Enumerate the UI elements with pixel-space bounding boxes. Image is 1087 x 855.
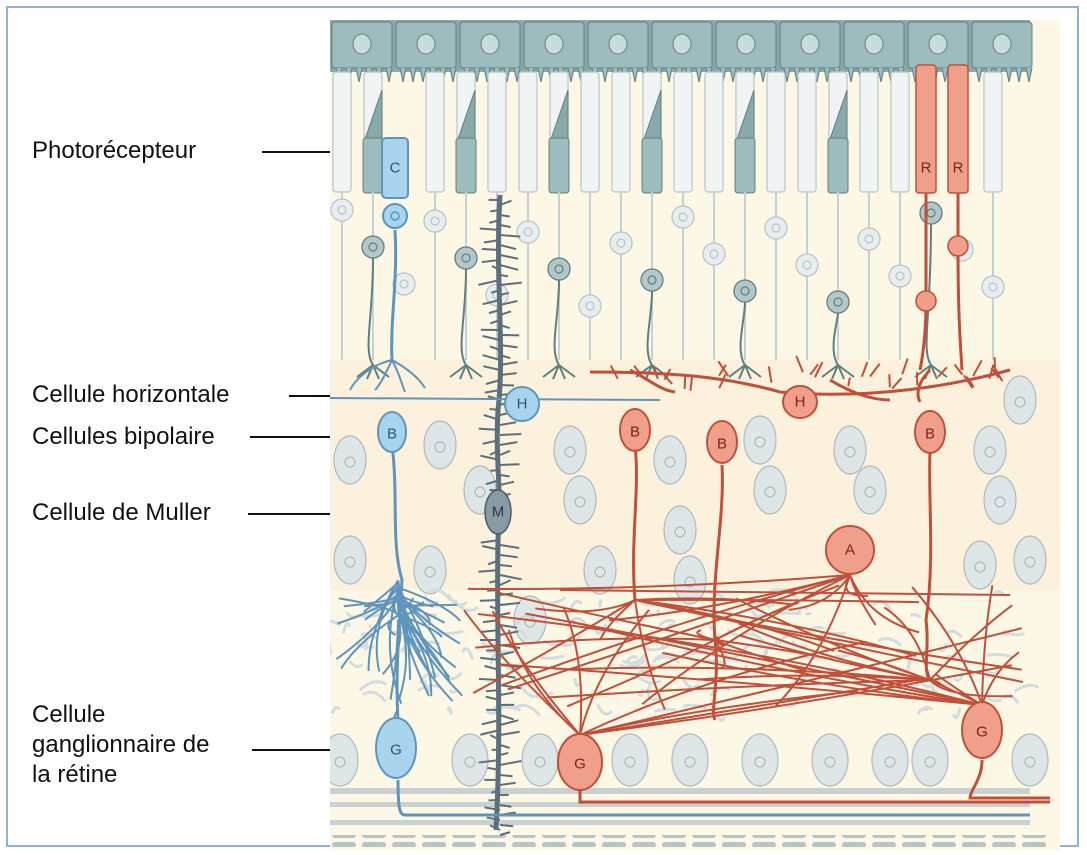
label-horizontal-cell: Cellule horizontale — [32, 380, 229, 410]
blue-cone-cell: C — [382, 138, 408, 228]
bipolar-letter-red-1: B — [630, 424, 640, 441]
label-photoreceptor: Photorécepteur — [32, 136, 196, 166]
bipolar-letter-red-2: B — [717, 436, 727, 453]
ganglion-letter-red-1: G — [574, 756, 586, 773]
horizontal-letter: H — [517, 396, 528, 413]
amacrine-letter: A — [845, 542, 855, 559]
ganglion-letter-blue: G — [390, 742, 402, 759]
horizontal-letter-red: H — [795, 394, 806, 411]
blue-bipolar-cell: B — [378, 412, 406, 452]
label-bipolar-cells: Cellules bipolaire — [32, 422, 215, 452]
red-horizontal-cell: H — [783, 386, 817, 418]
label-muller-cell: Cellule de Muller — [32, 498, 211, 528]
cone-letter: C — [390, 160, 401, 177]
blue-horizontal-cell: H — [505, 387, 539, 421]
rod-letter-1: R — [921, 160, 932, 177]
retina-diagram: M C H B G R R — [330, 20, 1060, 850]
rod-letter-2: R — [953, 160, 964, 177]
amacrine-cell: A — [826, 526, 874, 574]
bipolar-letter-blue: B — [387, 426, 397, 443]
bipolar-letter-red-3: B — [925, 426, 935, 443]
label-ganglion-cell: Cellule ganglionnaire de la rétine — [32, 700, 209, 790]
blue-ganglion-cell: G — [376, 718, 416, 778]
ganglion-letter-red-2: G — [976, 724, 988, 741]
muller-letter: M — [492, 504, 505, 521]
